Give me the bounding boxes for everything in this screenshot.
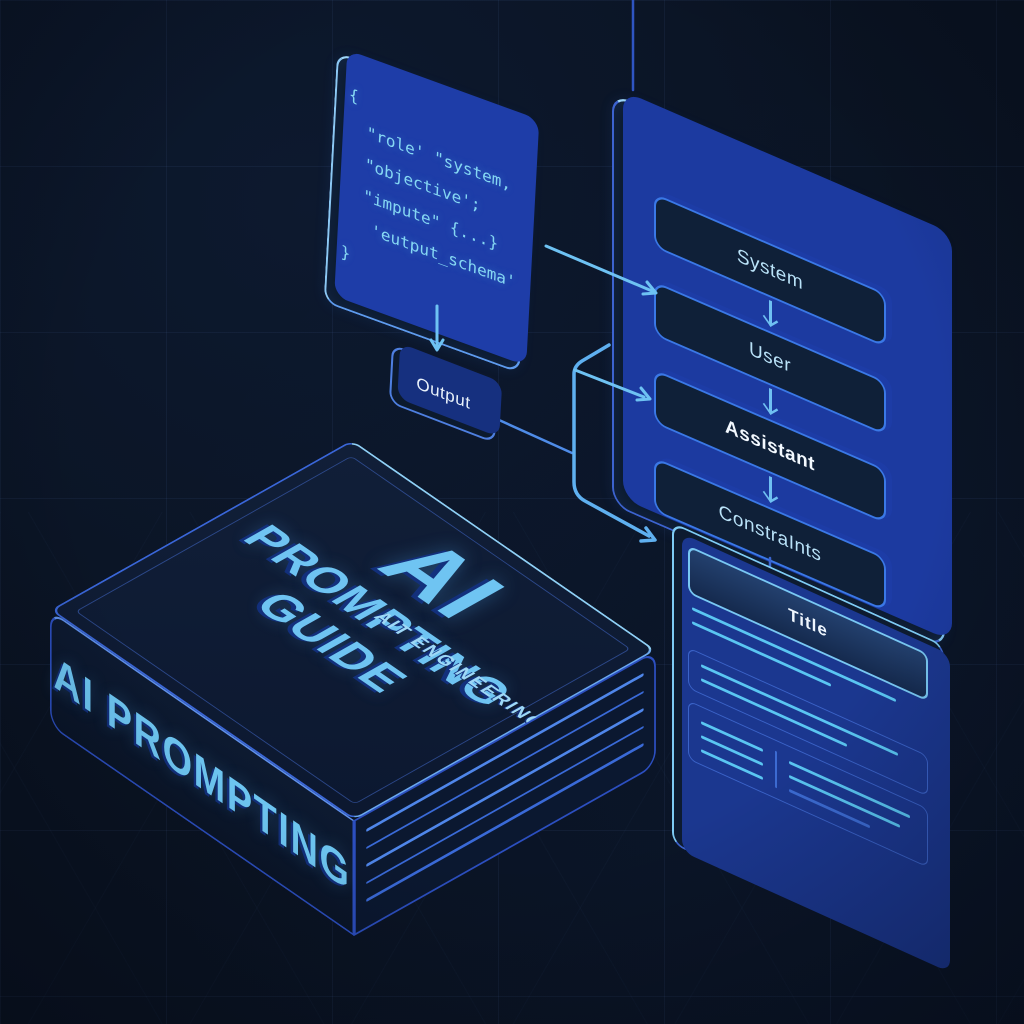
document-title: Title	[788, 604, 828, 642]
arrowhead-icon	[429, 338, 445, 352]
document-left-column	[701, 717, 763, 782]
text-line	[701, 749, 763, 781]
connector-to-assistant	[573, 368, 646, 399]
connector-to-document	[572, 343, 651, 538]
output-box-label: Output	[415, 373, 471, 413]
arrowhead-icon	[639, 526, 657, 543]
connector-code-to-user	[544, 244, 654, 293]
text-line	[789, 774, 900, 828]
arrowhead-icon	[635, 386, 652, 402]
text-line	[701, 721, 763, 753]
connector-output-to-junction	[497, 418, 574, 455]
text-line	[701, 735, 763, 767]
arrowhead-icon	[641, 280, 658, 296]
column-divider	[775, 750, 777, 789]
